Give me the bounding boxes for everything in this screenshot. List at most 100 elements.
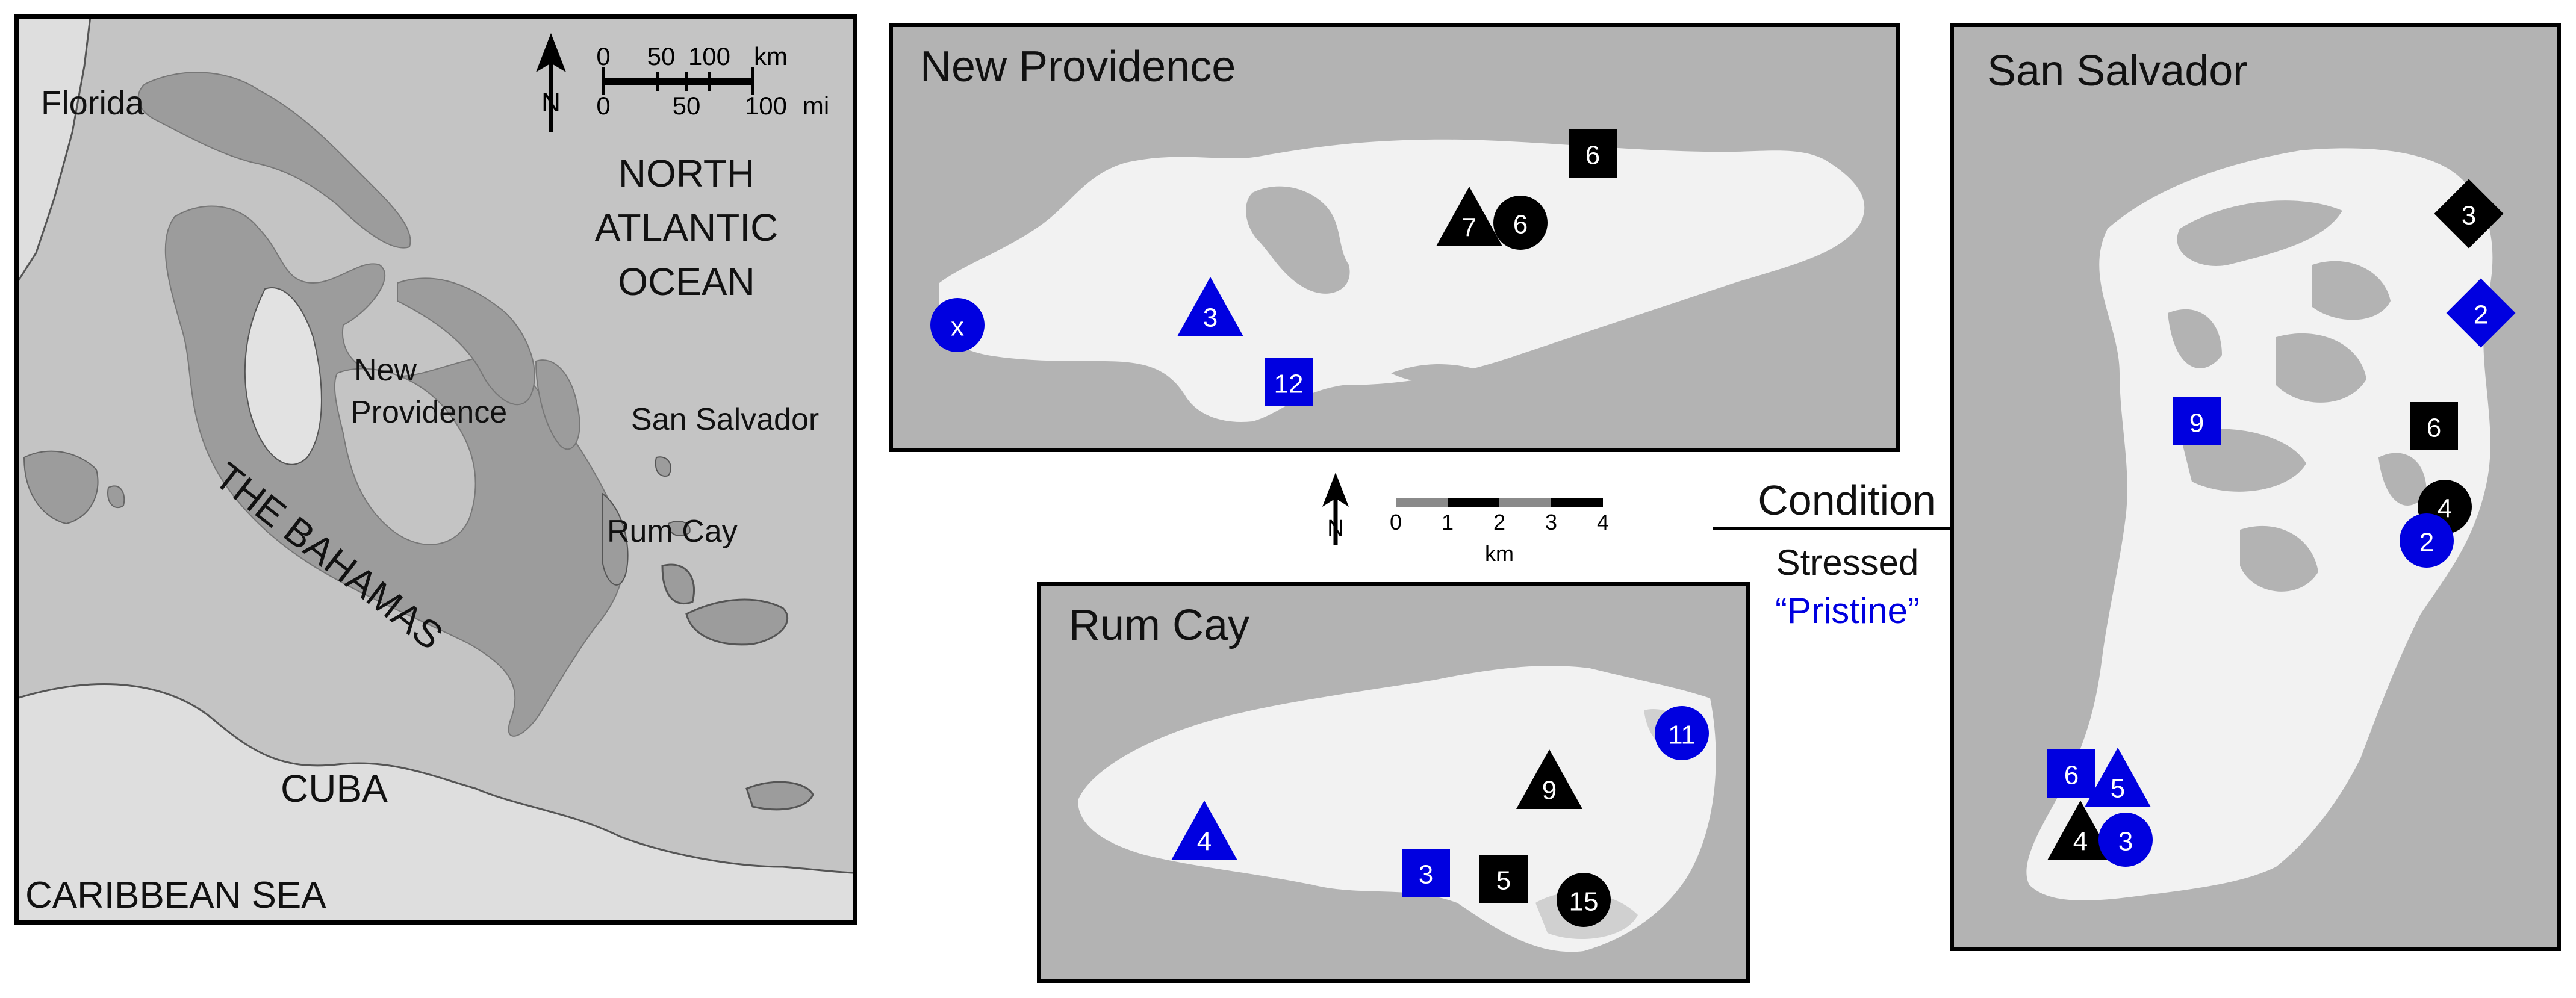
km-tick-50: 50 (647, 42, 676, 70)
san-salvador-lake-6 (2378, 453, 2427, 506)
san-salvador-lake-2 (2312, 261, 2391, 320)
north-arrow-head (536, 33, 566, 72)
square-marker (1402, 849, 1450, 897)
circle-marker (930, 298, 985, 352)
circle-marker (2098, 813, 2153, 867)
site-count-label: 3 (2462, 201, 2476, 231)
acklins-island (661, 563, 695, 604)
new_providence-site-circle-pristine: x (930, 298, 985, 352)
new-providence-label-line2: Providence (350, 395, 507, 430)
new-providence-frame (889, 23, 1900, 452)
san_salvador-site-circle-pristine: 3 (2098, 813, 2153, 867)
site-count-label: 3 (1203, 303, 1218, 333)
site-count-label: 6 (2064, 761, 2079, 790)
site-count-label: 11 (1668, 721, 1696, 750)
inagua-island (685, 598, 789, 646)
circle-marker (1655, 706, 1709, 760)
legend-title: Condition (1758, 477, 1936, 524)
long-island (602, 492, 629, 586)
inset-tick-3: 3 (1545, 510, 1557, 535)
site-count-label: 7 (1462, 213, 1476, 243)
cuba-label: CUBA (281, 767, 388, 810)
san_salvador-site-triangle-stressed: 4 (2047, 801, 2114, 860)
triangle-marker (2047, 801, 2114, 860)
triangle-marker (2085, 748, 2151, 807)
san_salvador-site-square-pristine: 9 (2173, 397, 2221, 445)
new-providence-inlet (1391, 364, 1487, 383)
new_providence-site-square-stressed: 6 (1569, 129, 1617, 178)
eleuthera-bank (397, 277, 535, 406)
san-salvador-lake-5 (2240, 525, 2318, 592)
rum-cay-island (1078, 666, 1716, 952)
new_providence-site-triangle-pristine: 3 (1177, 277, 1243, 336)
san-salvador-island (2026, 148, 2493, 900)
site-count-label: 12 (1274, 370, 1304, 399)
san_salvador-site-diamond-stressed: 3 (2434, 179, 2504, 249)
san-salvador-lake-7 (2168, 309, 2222, 368)
site-count-label: 4 (1197, 827, 1212, 857)
inset-scale-bar: 0 1 2 3 4 km (1390, 498, 1609, 566)
new-providence-island (939, 139, 1865, 422)
inset-tick-0: 0 (1390, 510, 1402, 535)
mi-tick-50: 50 (673, 91, 701, 120)
triangle-marker (1436, 187, 1502, 246)
san_salvador-site-circle-pristine: 2 (2400, 513, 2454, 568)
san-salvador-lake-3 (2276, 333, 2366, 403)
inset-tick-2: 2 (1493, 510, 1505, 535)
legend-stressed: Stressed (1776, 542, 1919, 583)
san-salvador-lake-1 (2177, 200, 2342, 266)
site-count-label: 6 (2427, 414, 2441, 443)
florida-land (16, 16, 92, 287)
san-salvador-title: San Salvador (1987, 47, 2247, 95)
condition-legend: Condition Stressed “Pristine” (1713, 477, 1952, 631)
turks-island (745, 781, 814, 811)
site-count-label: 3 (1419, 860, 1433, 890)
diamond-marker (2434, 179, 2504, 249)
new-providence-title: New Providence (920, 43, 1236, 91)
inset-north-head (1322, 473, 1349, 507)
circle-marker (2400, 513, 2454, 568)
rum-cay-title: Rum Cay (1069, 601, 1249, 649)
new_providence-site-square-pristine: 12 (1265, 358, 1313, 406)
overview-map: Florida NORTH ATLANTIC OCEAN New Provide… (14, 14, 857, 925)
site-count-label: 3 (2118, 827, 2133, 857)
san_salvador-site-triangle-pristine: 5 (2085, 748, 2151, 807)
inset-tick-4: 4 (1597, 510, 1609, 535)
mi-tick-100: 100 (745, 91, 787, 120)
mi-tick-0: 0 (596, 91, 610, 120)
diamond-marker (2446, 278, 2516, 348)
site-count-label: 5 (1496, 866, 1511, 896)
overview-north-arrow: N (536, 33, 566, 132)
inset-scale-unit: km (1485, 541, 1514, 566)
triangle-marker (1177, 277, 1243, 336)
inset-north-label: N (1327, 516, 1343, 541)
andros-island (244, 287, 322, 465)
rum-cay-frame (1037, 582, 1750, 983)
circle-marker (1557, 873, 1611, 927)
san-salvador-overview-label: San Salvador (631, 402, 819, 437)
site-count-label: x (951, 312, 964, 342)
san_salvador-site-square-stressed: 6 (2410, 402, 2458, 450)
triangle-marker (1171, 801, 1237, 860)
san-salvador-small (655, 456, 671, 477)
cay-sal-east (107, 485, 125, 509)
site-count-label: 9 (2189, 409, 2204, 438)
rum-cay-small (667, 521, 691, 536)
km-tick-0: 0 (596, 42, 610, 70)
new-providence-lake (1246, 186, 1350, 294)
triangle-marker (1516, 749, 1582, 809)
overview-scale-bar: 0 50 100 km 0 50 100 mi (596, 42, 829, 120)
square-marker (2173, 397, 2221, 445)
inset-scale-seg-2 (1448, 498, 1499, 507)
cat-island (535, 359, 580, 450)
square-marker (1479, 855, 1528, 903)
north-arrow-label: N (541, 88, 561, 117)
florida-label: Florida (41, 84, 145, 122)
site-count-label: 5 (2111, 774, 2125, 804)
